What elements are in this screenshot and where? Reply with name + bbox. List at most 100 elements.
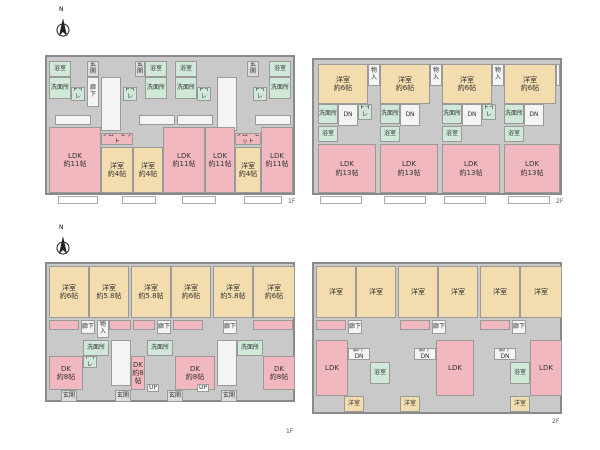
entrance: 玄関: [247, 61, 259, 77]
ldk-room: LDK: [316, 340, 348, 396]
stair: [111, 340, 131, 386]
bathroom: 浴室: [49, 61, 71, 77]
dk-room: DK 約8帖: [131, 356, 145, 390]
hallway: 廊下: [432, 320, 446, 334]
dk-room: DK 約8帖: [263, 356, 295, 390]
hallway: 廊下: [87, 77, 99, 107]
balcony: [122, 196, 156, 204]
washroom: 洗面所: [442, 104, 462, 124]
balcony: [320, 196, 362, 204]
closet: [49, 320, 79, 330]
western-room: 洋室 約4帖: [235, 147, 261, 193]
toilet: トイレ: [83, 356, 97, 368]
ldk-room: LDK 約13帖: [318, 144, 376, 193]
entrance: 玄関: [221, 390, 237, 402]
toilet: トイレ: [71, 87, 85, 101]
storage: 物入: [368, 64, 380, 86]
entrance: 玄関: [135, 61, 145, 77]
western-room: 洋室 約6帖: [504, 64, 556, 104]
western-room: 洋室 約6帖: [318, 64, 368, 104]
dk-room: DK 約8帖: [175, 356, 215, 390]
floor-label: 1F: [288, 198, 296, 205]
stair: [101, 77, 121, 131]
toilet: トイレ: [253, 87, 267, 101]
dk-room: DK 約8帖: [49, 356, 83, 390]
bathroom: 浴室: [269, 61, 291, 77]
stair: DN: [338, 104, 358, 126]
washroom: 洗面所: [147, 340, 173, 356]
western-room: 洋室 約5.8帖: [213, 266, 253, 318]
washroom: 洗面所: [269, 77, 291, 99]
toilet: トイレ: [358, 104, 372, 120]
western-room: 洋室 約4帖: [133, 147, 163, 193]
floor-plan-2f-a: 洋室 約6帖 洋室 約6帖 洋室 約6帖 洋室 約6帖 物入 物入 物入 洗面所…: [312, 58, 562, 195]
entrance: 玄関: [87, 61, 99, 77]
closet: [253, 320, 293, 330]
bathroom: 浴室: [175, 61, 197, 77]
toilet: トイレ: [123, 87, 137, 101]
ldk-room: LDK 約11帖: [205, 127, 235, 193]
balcony: [508, 196, 550, 204]
floor-label: 1F: [286, 428, 294, 435]
washroom: 洗面所: [237, 340, 263, 356]
floor-plan-1f-b: 洋室 約6帖 洋室 約5.8帖 洋室 約5.8帖 洋室 約6帖 洋室 約5.8帖…: [45, 262, 295, 402]
closet: [173, 320, 203, 330]
stair: DN: [524, 104, 544, 126]
floor-label: 2F: [556, 198, 564, 205]
floor-plan-1f-a: 浴室 洗面所 玄関 廊下 浴室 洗面所 玄関 浴室 洗面所 浴室 洗面所 玄関 …: [45, 55, 295, 195]
western-room: 洋室: [480, 266, 520, 318]
bathroom: 浴室: [370, 362, 390, 384]
north-arrow-bottom: N: [56, 224, 70, 258]
bathroom: 浴室: [504, 126, 524, 142]
hallway-down: 廊下 DN: [348, 348, 370, 360]
stair: [217, 77, 237, 131]
hallway-down: 廊下 DN: [494, 348, 516, 360]
closet: クローゼット: [235, 133, 261, 145]
ldk-room: LDK: [436, 340, 474, 396]
balcony: [182, 196, 216, 204]
ldk-room: LDK: [530, 340, 562, 396]
western-room: 洋室 約6帖: [171, 266, 211, 318]
western-room: 洋室 約6帖: [442, 64, 492, 104]
kitchen-counter: [177, 115, 213, 125]
western-room: 洋室 約6帖: [49, 266, 89, 318]
washroom: 洗面所: [318, 104, 338, 124]
ldk-room: LDK 約11帖: [49, 127, 101, 193]
hallway: 廊下: [223, 320, 237, 334]
storage: 物入: [97, 320, 109, 338]
balcony: [444, 196, 486, 204]
closet: [316, 320, 346, 330]
western-room: 洋室 約4帖: [101, 147, 133, 193]
western-room: 洋室 約6帖: [253, 266, 295, 318]
western-room: 洋室: [438, 266, 478, 318]
toilet: トイレ: [197, 87, 211, 101]
washroom: 洗面所: [145, 77, 167, 99]
bathroom: 浴室: [380, 126, 400, 142]
washroom: 洗面所: [175, 77, 197, 99]
stair: [217, 340, 237, 386]
kitchen-counter: [55, 115, 91, 125]
ldk-room: LDK 約11帖: [163, 127, 205, 193]
entrance: 玄関: [167, 390, 183, 402]
stair-up: UP: [147, 384, 159, 392]
ldk-room: LDK 約13帖: [442, 144, 500, 193]
north-label-top: N: [59, 6, 64, 13]
hallway-down: 廊下 DN: [414, 348, 436, 360]
washroom: 洗面所: [380, 104, 400, 124]
hallway: 廊下: [81, 320, 95, 334]
western-room-small: 洋室: [344, 396, 364, 412]
western-room: 洋室: [356, 266, 396, 318]
ldk-room: LDK 約11帖: [261, 127, 293, 193]
western-room: 洋室: [316, 266, 356, 318]
kitchen-counter: [139, 115, 175, 125]
storage: [556, 64, 560, 86]
hallway: 廊下: [157, 320, 171, 334]
western-room: 洋室 約5.8帖: [89, 266, 129, 318]
washroom: 洗面所: [504, 104, 524, 124]
western-room-small: 洋室: [400, 396, 420, 412]
floor-plan-2f-b: 洋室 洋室 洋室 洋室 洋室 洋室 廊下 廊下 廊下 廊下 DN 廊下 DN 廊…: [312, 262, 562, 414]
western-room: 洋室: [398, 266, 438, 318]
north-label-bottom: N: [59, 224, 64, 231]
balcony: [58, 196, 98, 204]
storage: 物入: [430, 64, 442, 86]
